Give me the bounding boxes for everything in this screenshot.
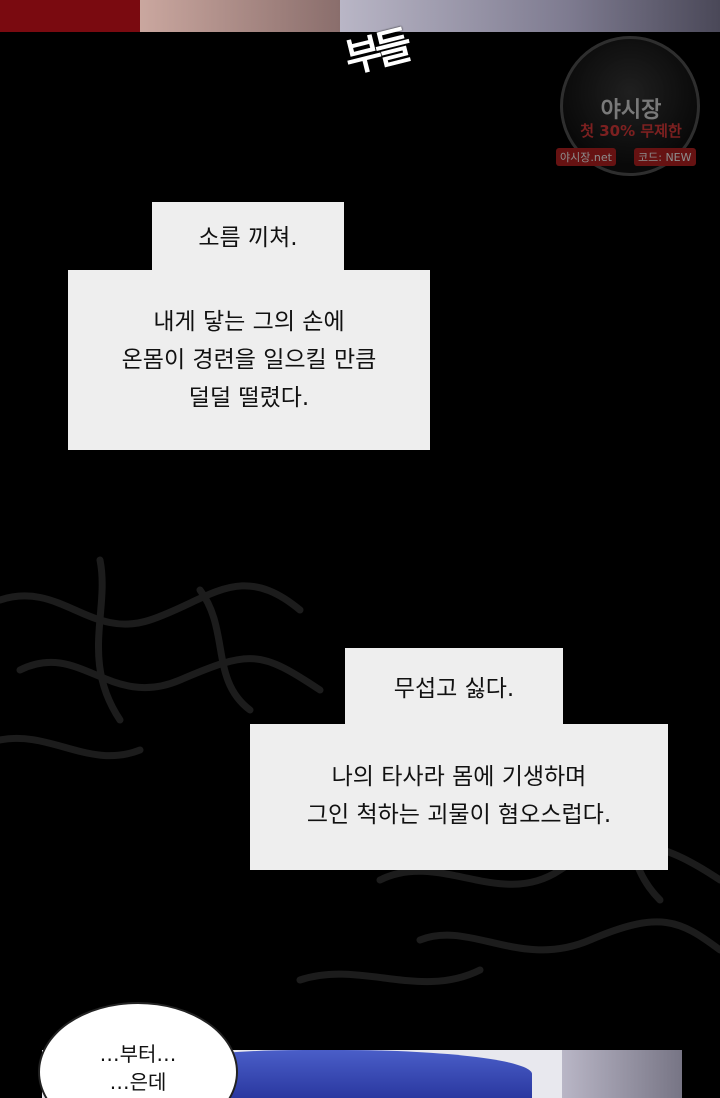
previous-panel-strip xyxy=(0,0,720,32)
narration-1-body: 내게 닿는 그의 손에 온몸이 경련을 일으킬 만큼 덜덜 떨렸다. xyxy=(68,270,430,450)
silver-hair-bottom xyxy=(562,1050,682,1098)
narration-1-heading: 소름 끼쳐. xyxy=(152,202,344,274)
narration-1-line: 덜덜 떨렸다. xyxy=(188,385,310,411)
speech-line: …은데 xyxy=(109,1070,167,1094)
skin-area xyxy=(140,0,340,32)
narration-1-line: 온몸이 경련을 일으킬 만큼 xyxy=(121,347,377,373)
speech-line: …부터… xyxy=(99,1042,177,1066)
narration-2-line: 그인 척하는 괴물이 혐오스럽다. xyxy=(306,802,612,828)
watermark-promo: 첫 30% 무제한 xyxy=(580,122,682,140)
narration-2-heading: 무섭고 싫다. xyxy=(345,648,563,730)
dark-roots-background xyxy=(0,556,720,986)
red-cloth xyxy=(0,0,140,32)
watermark-title: 야시장 xyxy=(600,98,662,123)
watermark-site: 야시장.net xyxy=(556,148,616,166)
narration-1-line: 내게 닿는 그의 손에 xyxy=(153,309,345,335)
site-watermark: 야시장 첫 30% 무제한 야시장.net 코드: NEW xyxy=(556,36,706,176)
watermark-code: 코드: NEW xyxy=(634,148,696,166)
silver-hair xyxy=(340,0,720,32)
narration-2-body: 나의 타사라 몸에 기생하며 그인 척하는 괴물이 혐오스럽다. xyxy=(250,724,668,870)
narration-2-line: 나의 타사라 몸에 기생하며 xyxy=(331,764,587,790)
